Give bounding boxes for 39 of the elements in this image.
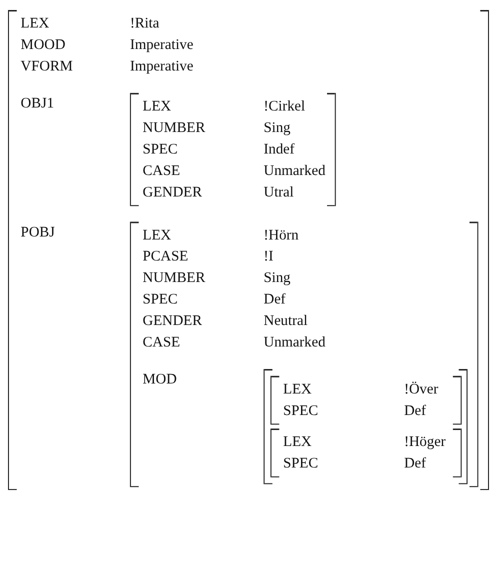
- feature-value: !Hörn: [264, 226, 299, 246]
- feature-value: Imperative: [130, 58, 194, 76]
- feature-name: GENDER: [142, 184, 202, 202]
- feature-value: Sing: [264, 119, 290, 138]
- feature-value: Def: [404, 402, 426, 421]
- feature-name: SPEC: [283, 454, 318, 474]
- feature-value: Sing: [264, 270, 290, 288]
- feature-name: LEX: [283, 380, 312, 400]
- feature-value: Neutral: [264, 312, 308, 331]
- feature-value: !I: [264, 248, 274, 267]
- feature-name: LEX: [142, 226, 172, 246]
- feature-value: Unmarked: [264, 334, 326, 352]
- feature-name: CASE: [142, 334, 180, 352]
- feature-name: OBJ1: [20, 94, 54, 114]
- feature-name: SPEC: [142, 290, 178, 310]
- feature-name: GENDER: [142, 312, 202, 331]
- feature-name: POBJ: [20, 224, 55, 242]
- feature-name: NUMBER: [142, 119, 206, 138]
- feature-value: !Höger: [404, 433, 446, 452]
- feature-name: VFORM: [20, 58, 73, 76]
- feature-name: MOOD: [20, 36, 66, 55]
- feature-name: LEX: [20, 14, 50, 34]
- feature-name: CASE: [142, 162, 180, 181]
- feature-value: Imperative: [130, 36, 194, 55]
- feature-value: Def: [264, 290, 286, 310]
- feature-name: MOD: [142, 370, 177, 390]
- feature-value: !Cirkel: [264, 98, 306, 116]
- feature-name: LEX: [283, 433, 312, 452]
- feature-name: LEX: [142, 98, 172, 116]
- feature-value: Indef: [264, 140, 294, 160]
- feature-value: Def: [404, 454, 426, 474]
- feature-name: NUMBER: [142, 270, 206, 288]
- feature-value: Utral: [264, 184, 294, 202]
- feature-value: !Rita: [130, 14, 160, 34]
- feature-name: PCASE: [142, 248, 188, 267]
- feature-name: SPEC: [142, 140, 178, 160]
- feature-name: SPEC: [283, 402, 318, 421]
- feature-value: Unmarked: [264, 162, 326, 181]
- feature-value: !Över: [404, 380, 438, 400]
